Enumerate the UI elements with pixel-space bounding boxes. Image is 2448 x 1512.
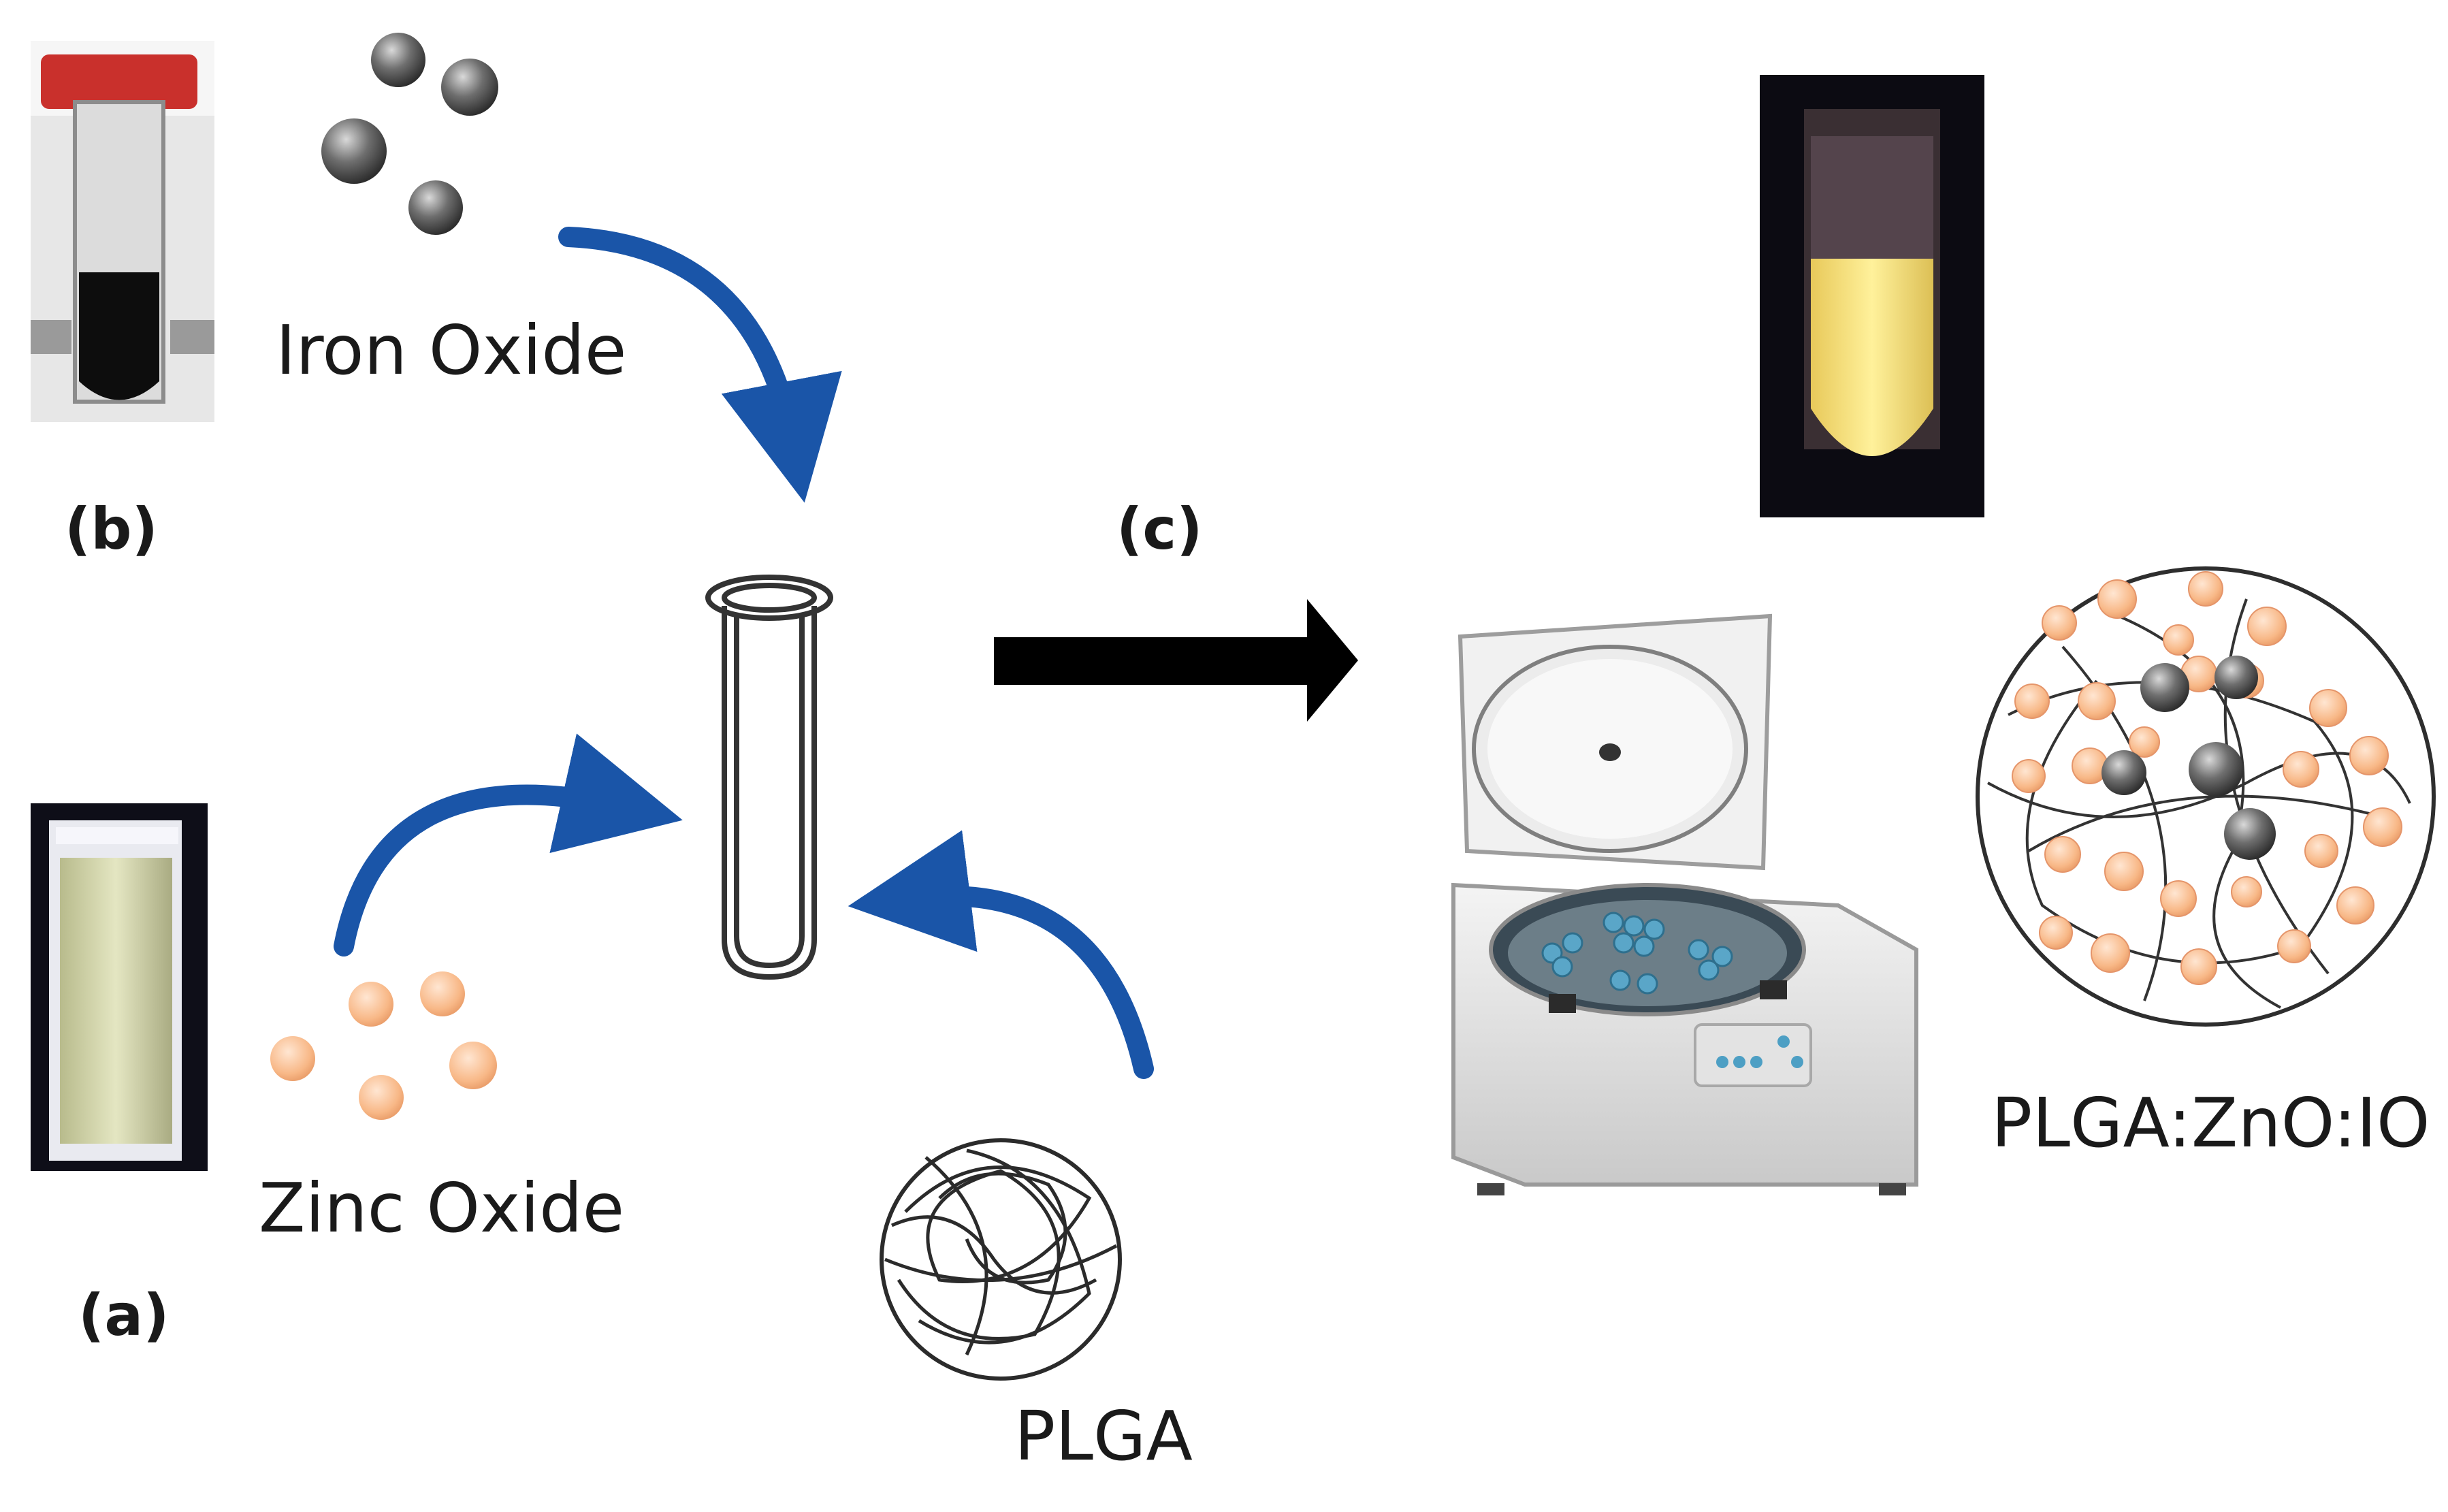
arrow-iron-to-tube [558,227,842,503]
plga-polymer-coil [880,1138,1122,1381]
nanoparticle-icon [371,33,425,87]
iron-oxide-vial-photo [31,41,214,422]
nanoparticle-icon [321,118,387,184]
arrow-plga-to-tube [848,830,1154,1079]
process-arrow [994,599,1358,722]
panel-label-a: (a) [78,1282,170,1349]
nanoparticle-icon [349,982,393,1027]
zinc-oxide-label: Zinc Oxide [259,1168,625,1248]
nanoparticle-icon [2224,808,2276,860]
arrow-zinc-to-tube [334,733,683,956]
panel-label-c: (c) [1116,496,1203,562]
panel-label-b: (b) [65,496,158,562]
iron-oxide-particles [321,33,498,235]
nanoparticle-icon [2215,656,2258,699]
zinc-oxide-particles [270,971,497,1120]
iron-oxide-label: Iron Oxide [276,310,627,390]
nanoparticle-icon [2189,742,2243,797]
composite-label: PLGA:ZnO:IO [1991,1083,2430,1163]
curved-arrows [334,227,1154,1079]
nanoparticle-icon [270,1036,315,1081]
composite-suspension-photo [1760,75,1984,517]
composite-nanoparticle [1976,566,2436,1027]
nanoparticle-icon [2101,750,2146,795]
nanoparticle-icon [420,971,465,1016]
centrifuge-icon [1451,613,1918,1195]
nanoparticle-icon [359,1075,404,1120]
nanoparticle-icon [408,180,463,235]
nanoparticle-icon [2140,663,2189,712]
nanoparticle-icon [441,59,498,116]
test-tube-icon [705,575,833,980]
plga-label: PLGA [1014,1396,1193,1476]
nanoparticle-icon [449,1042,497,1089]
zinc-oxide-cuvette-photo [31,803,208,1171]
polymer-coil-icon [880,1138,1122,1381]
